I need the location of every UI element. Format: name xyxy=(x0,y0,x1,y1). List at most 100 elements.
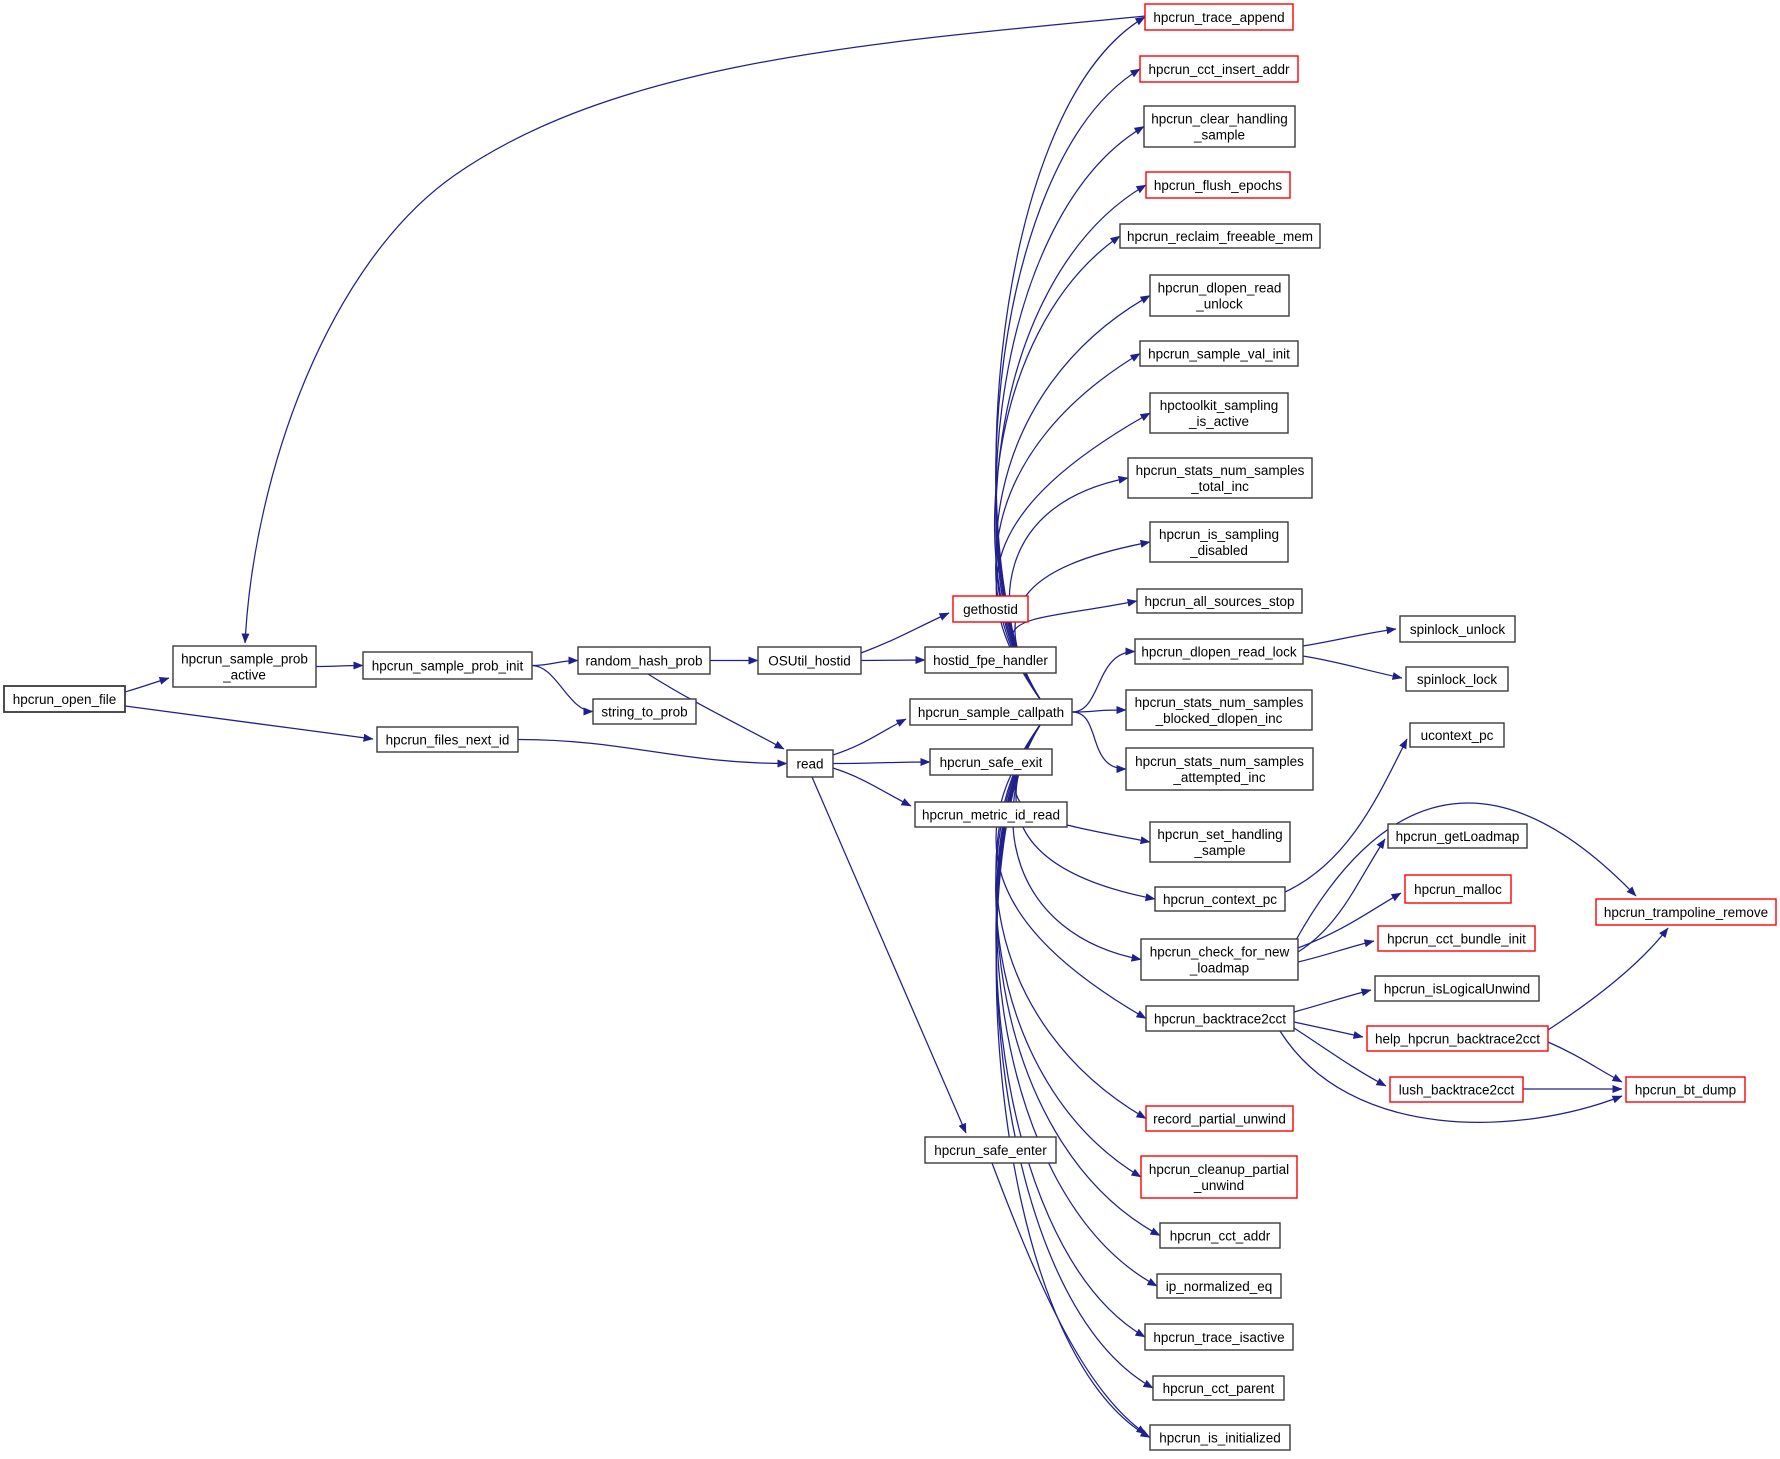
node-box-set_handling_sample xyxy=(1149,821,1291,863)
node-label-spinlock_lock: spinlock_lock xyxy=(1417,672,1498,687)
node-label-files_next_id: hpcrun_files_next_id xyxy=(386,732,510,747)
node-trace_isactive[interactable]: hpcrun_trace_isactive xyxy=(1144,1323,1294,1351)
node-label-record_partial_unwind: record_partial_unwind xyxy=(1153,1111,1286,1126)
edge-sample_prob_init-random_hash_prob xyxy=(531,656,579,667)
node-dlopen_read_lock[interactable]: hpcrun_dlopen_read_lock xyxy=(1134,638,1304,665)
node-label-stats_attempted: hpcrun_stats_num_samples_attempted_inc xyxy=(1135,754,1304,785)
edge-dlopen_read_lock-spinlock_lock xyxy=(1302,655,1403,680)
node-spinlock_unlock[interactable]: spinlock_unlock xyxy=(1399,615,1516,643)
node-label-cleanup_partial_unwind: hpcrun_cleanup_partial_unwind xyxy=(1149,1162,1289,1193)
node-cct_addr[interactable]: hpcrun_cct_addr xyxy=(1159,1222,1281,1249)
node-stats_total_inc[interactable]: hpcrun_stats_num_samples_total_inc xyxy=(1127,457,1313,499)
node-trampoline_remove[interactable]: hpcrun_trampoline_remove xyxy=(1595,898,1777,926)
node-sample_prob_init[interactable]: hpcrun_sample_prob_init xyxy=(362,651,533,680)
edge-check_for_new_loadmap-getLoadmap xyxy=(1297,838,1386,953)
node-sample_val_init[interactable]: hpcrun_sample_val_init xyxy=(1139,340,1299,367)
edge-context_pc-ucontext_pc xyxy=(1284,738,1408,893)
node-ucontext_pc[interactable]: ucontext_pc xyxy=(1409,722,1505,748)
node-dlopen_read_unlock[interactable]: hpcrun_dlopen_read_unlock xyxy=(1149,274,1290,317)
node-files_next_id[interactable]: hpcrun_files_next_id xyxy=(376,726,519,753)
node-box-sample_callpath xyxy=(909,698,1073,726)
node-hostid_fpe_handler[interactable]: hostid_fpe_handler xyxy=(924,646,1057,674)
node-label-metric_id_read: hpcrun_metric_id_read xyxy=(922,807,1060,822)
node-flush_epochs[interactable]: hpcrun_flush_epochs xyxy=(1145,171,1291,199)
node-box-cleanup_partial_unwind xyxy=(1140,1155,1298,1199)
node-check_for_new_loadmap[interactable]: hpcrun_check_for_new_loadmap xyxy=(1140,938,1299,981)
node-box-stats_attempted xyxy=(1125,747,1314,791)
node-help_backtrace2cct[interactable]: help_hpcrun_backtrace2cct xyxy=(1366,1025,1549,1052)
node-trace_append[interactable]: hpcrun_trace_append xyxy=(1144,3,1294,31)
node-label-safe_enter: hpcrun_safe_enter xyxy=(934,1143,1047,1158)
node-lush_backtrace2cct[interactable]: lush_backtrace2cct xyxy=(1389,1076,1524,1103)
node-box-trampoline_remove xyxy=(1595,898,1777,926)
edge-sample_prob_init-string_to_prob xyxy=(531,664,594,716)
node-hpctoolkit_sampling_is_active[interactable]: hpctoolkit_sampling_is_active xyxy=(1149,392,1289,434)
node-clear_handling_sample[interactable]: hpcrun_clear_handling_sample xyxy=(1143,105,1296,148)
node-box-context_pc xyxy=(1154,886,1286,912)
node-label-flush_epochs: hpcrun_flush_epochs xyxy=(1154,178,1283,193)
node-stats_blocked[interactable]: hpcrun_stats_num_samples_blocked_dlopen_… xyxy=(1125,689,1313,731)
node-box-safe_exit xyxy=(929,748,1053,776)
node-label-cct_parent: hpcrun_cct_parent xyxy=(1163,1381,1275,1396)
node-box-hostid_fpe_handler xyxy=(924,646,1057,674)
edge-sample_callpath-is_initialized xyxy=(995,724,1151,1439)
node-stats_attempted[interactable]: hpcrun_stats_num_samples_attempted_inc xyxy=(1125,747,1314,791)
node-backtrace2cct[interactable]: hpcrun_backtrace2cct xyxy=(1145,1005,1295,1032)
node-string_to_prob[interactable]: string_to_prob xyxy=(592,698,697,725)
node-box-sample_prob_active xyxy=(172,645,317,688)
node-cct_parent[interactable]: hpcrun_cct_parent xyxy=(1152,1375,1285,1401)
node-label-lush_backtrace2cct: lush_backtrace2cct xyxy=(1399,1082,1515,1097)
edge-sample_callpath-flush_epochs xyxy=(995,184,1147,700)
node-box-stats_blocked xyxy=(1125,689,1313,731)
node-all_sources_stop[interactable]: hpcrun_all_sources_stop xyxy=(1136,588,1303,614)
edge-trace_append-sample_prob_active xyxy=(241,15,1146,644)
node-box-is_sampling_disabled xyxy=(1149,521,1289,563)
node-box-cct_insert_addr xyxy=(1139,55,1299,83)
edge-backtrace2cct-bt_dump xyxy=(1279,1030,1623,1123)
node-reclaim_freeable_mem[interactable]: hpcrun_reclaim_freeable_mem xyxy=(1119,223,1321,249)
node-box-safe_enter xyxy=(924,1136,1057,1164)
node-set_handling_sample[interactable]: hpcrun_set_handling_sample xyxy=(1149,821,1291,863)
node-read[interactable]: read xyxy=(786,749,834,778)
node-metric_id_read[interactable]: hpcrun_metric_id_read xyxy=(914,801,1068,828)
edge-check_for_new_loadmap-trampoline_remove xyxy=(1295,802,1637,941)
edge-osutil_hostid-gethostid xyxy=(860,612,950,654)
node-is_sampling_disabled[interactable]: hpcrun_is_sampling_disabled xyxy=(1149,521,1289,563)
node-cleanup_partial_unwind[interactable]: hpcrun_cleanup_partial_unwind xyxy=(1140,1155,1298,1199)
node-safe_enter[interactable]: hpcrun_safe_enter xyxy=(924,1136,1057,1164)
node-label-osutil_hostid: OSUtil_hostid xyxy=(768,653,851,668)
node-bt_dump[interactable]: hpcrun_bt_dump xyxy=(1625,1076,1746,1103)
node-gethostid[interactable]: gethostid xyxy=(952,595,1029,623)
node-label-trampoline_remove: hpcrun_trampoline_remove xyxy=(1604,905,1768,920)
node-sample_prob_active[interactable]: hpcrun_sample_prob_active xyxy=(172,645,317,688)
edge-sample_prob_active-sample_prob_init xyxy=(315,661,364,670)
node-sample_callpath[interactable]: hpcrun_sample_callpath xyxy=(909,698,1073,726)
node-malloc[interactable]: hpcrun_malloc xyxy=(1404,874,1512,904)
node-label-getLoadmap: hpcrun_getLoadmap xyxy=(1396,829,1520,844)
node-open_file[interactable]: hpcrun_open_file xyxy=(3,685,126,713)
node-box-cct_parent xyxy=(1152,1375,1285,1401)
node-box-read xyxy=(786,749,834,778)
node-spinlock_lock[interactable]: spinlock_lock xyxy=(1405,666,1509,692)
node-label-string_to_prob: string_to_prob xyxy=(601,704,687,719)
node-random_hash_prob[interactable]: random_hash_prob xyxy=(577,646,711,675)
node-box-reclaim_freeable_mem xyxy=(1119,223,1321,249)
node-safe_exit[interactable]: hpcrun_safe_exit xyxy=(929,748,1053,776)
node-cct_insert_addr[interactable]: hpcrun_cct_insert_addr xyxy=(1139,55,1299,83)
node-ip_normalized_eq[interactable]: ip_normalized_eq xyxy=(1156,1273,1282,1299)
node-osutil_hostid[interactable]: OSUtil_hostid xyxy=(757,646,862,675)
node-cct_bundle_init[interactable]: hpcrun_cct_bundle_init xyxy=(1377,925,1536,952)
node-box-lush_backtrace2cct xyxy=(1389,1076,1524,1103)
node-box-malloc xyxy=(1404,874,1512,904)
node-context_pc[interactable]: hpcrun_context_pc xyxy=(1154,886,1286,912)
node-box-hpctoolkit_sampling_is_active xyxy=(1149,392,1289,434)
node-getLoadmap[interactable]: hpcrun_getLoadmap xyxy=(1387,823,1528,849)
node-record_partial_unwind[interactable]: record_partial_unwind xyxy=(1145,1105,1294,1132)
node-isLogicalUnwind[interactable]: hpcrun_isLogicalUnwind xyxy=(1374,975,1540,1002)
node-label-malloc: hpcrun_malloc xyxy=(1414,882,1502,897)
node-label-isLogicalUnwind: hpcrun_isLogicalUnwind xyxy=(1384,981,1530,996)
node-is_initialized[interactable]: hpcrun_is_initialized xyxy=(1149,1424,1291,1451)
node-box-clear_handling_sample xyxy=(1143,105,1296,148)
node-box-dlopen_read_unlock xyxy=(1149,274,1290,317)
